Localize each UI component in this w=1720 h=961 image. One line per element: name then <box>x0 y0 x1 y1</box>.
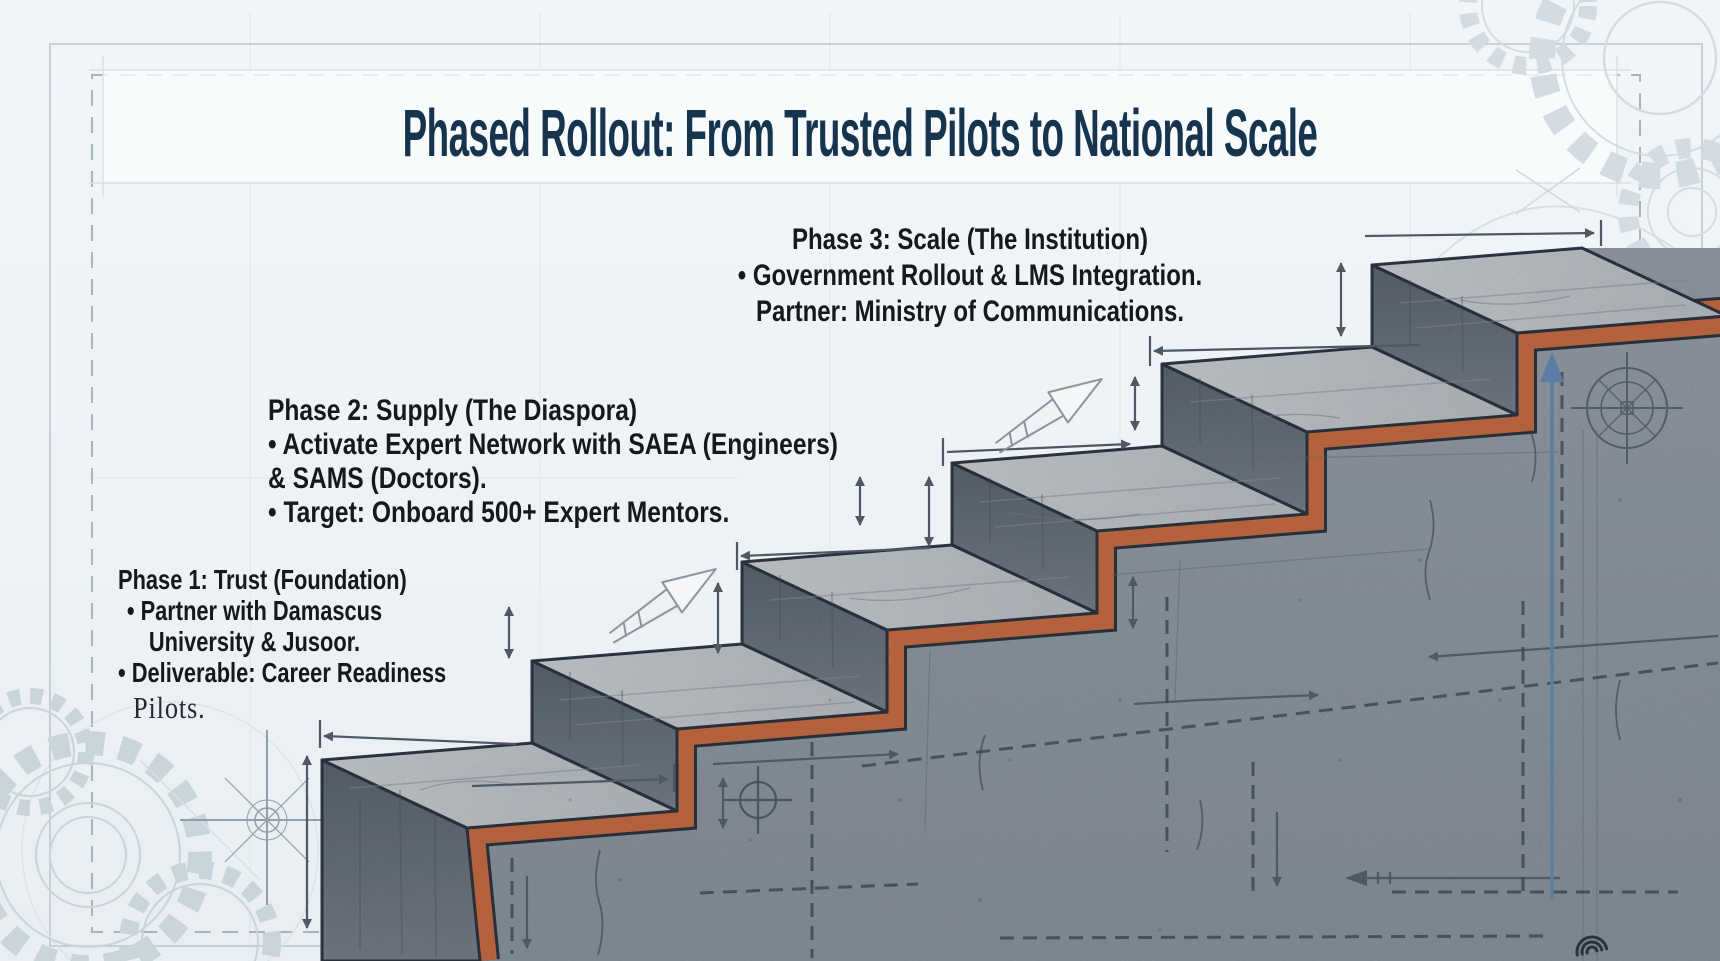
phase-1-bullet-2-serif-cont: Pilots. <box>133 690 206 725</box>
phase-1-block: Phase 1: Trust (Foundation) • Partner wi… <box>118 564 447 688</box>
dimension-annotations <box>302 220 1719 949</box>
phase-3-bullet-1: • Government Rollout & LMS Integration. <box>737 259 1203 292</box>
phase-2-bullet-1-cont: & SAMS (Doctors). <box>268 462 487 495</box>
phase-2-bullet-1: • Activate Expert Network with SAEA (Eng… <box>268 428 838 461</box>
compass-rose-icon <box>1571 352 1683 464</box>
phase-2-bullet-2: • Target: Onboard 500+ Expert Mentors. <box>268 496 730 529</box>
phase-1-bullet-2: • Deliverable: Career Readiness <box>118 657 447 688</box>
phase-1-bullet-1: • Partner with Damascus <box>126 595 383 626</box>
sketch-arrow-icon <box>608 378 1103 644</box>
concrete-texture <box>322 248 1720 961</box>
gear-icon <box>0 688 319 961</box>
phase-3-heading: Phase 3: Scale (The Institution) <box>791 223 1149 256</box>
blue-arrow <box>1540 352 1564 900</box>
logo-arcs-icon <box>1575 935 1609 957</box>
phase-2-heading: Phase 2: Supply (The Diaspora) <box>268 394 638 427</box>
phase-3-bullet-2: Partner: Ministry of Communications. <box>755 295 1185 328</box>
phase-1-bullet-1-cont: University & Jusoor. <box>148 626 361 657</box>
phase-1-heading: Phase 1: Trust (Foundation) <box>118 564 407 595</box>
phase-3-block: Phase 3: Scale (The Institution) • Gover… <box>710 222 1230 330</box>
dashed-construction-lines <box>510 372 1719 958</box>
crosshair-icon <box>724 766 792 834</box>
title-box <box>89 56 1631 197</box>
phase-2-block: Phase 2: Supply (The Diaspora) • Activat… <box>268 394 858 530</box>
section-cut-arrow <box>1345 870 1560 886</box>
page-title: Phased Rollout: From Trusted Pilots to N… <box>402 96 1318 171</box>
dimension-arrow-icon <box>302 220 1719 949</box>
